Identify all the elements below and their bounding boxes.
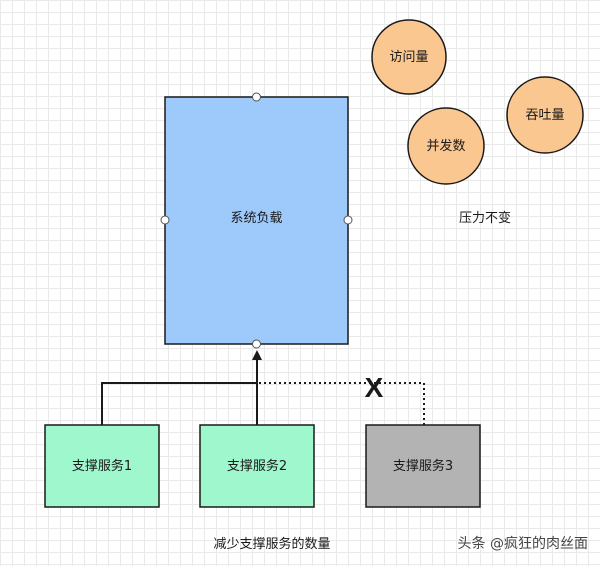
- handle-left[interactable]: [160, 215, 170, 225]
- service-box-2[interactable]: 支撑服务2: [199, 424, 315, 508]
- handle-bottom[interactable]: [252, 339, 261, 349]
- bottom-caption: 减少支撑服务的数量: [213, 536, 330, 552]
- main-box[interactable]: 系统负载: [160, 92, 353, 349]
- circle-throughput-label: 吞吐量: [525, 108, 564, 123]
- service-box-1-label: 支撑服务1: [72, 458, 132, 474]
- pressure-caption: 压力不变: [459, 210, 511, 226]
- circle-visits-label: 访问量: [389, 50, 428, 65]
- main-box-label: 系统负载: [230, 211, 282, 226]
- circle-concurrency[interactable]: 并发数: [407, 107, 485, 185]
- pressure-group: 访问量 并发数 吞吐量 压力不变: [371, 19, 584, 226]
- main-box-rect[interactable]: [164, 96, 349, 345]
- handle-right[interactable]: [343, 215, 353, 225]
- circle-visits[interactable]: 访问量: [371, 19, 447, 95]
- handle-top[interactable]: [252, 92, 261, 102]
- connectors: [101, 350, 425, 425]
- service-box-1[interactable]: 支撑服务1: [44, 424, 160, 508]
- connector-service1: [101, 382, 257, 425]
- watermark-text: 头条 @疯狂的肉丝面: [458, 535, 588, 552]
- connector-service3-dotted: [258, 382, 425, 425]
- service-box-3-label: 支撑服务3: [393, 458, 453, 474]
- circle-throughput[interactable]: 吞吐量: [506, 76, 584, 154]
- service-box-2-label: 支撑服务2: [227, 458, 287, 474]
- removed-x-icon: X: [365, 372, 384, 403]
- circle-concurrency-label: 并发数: [426, 138, 465, 154]
- service-box-3[interactable]: 支撑服务3: [365, 424, 481, 508]
